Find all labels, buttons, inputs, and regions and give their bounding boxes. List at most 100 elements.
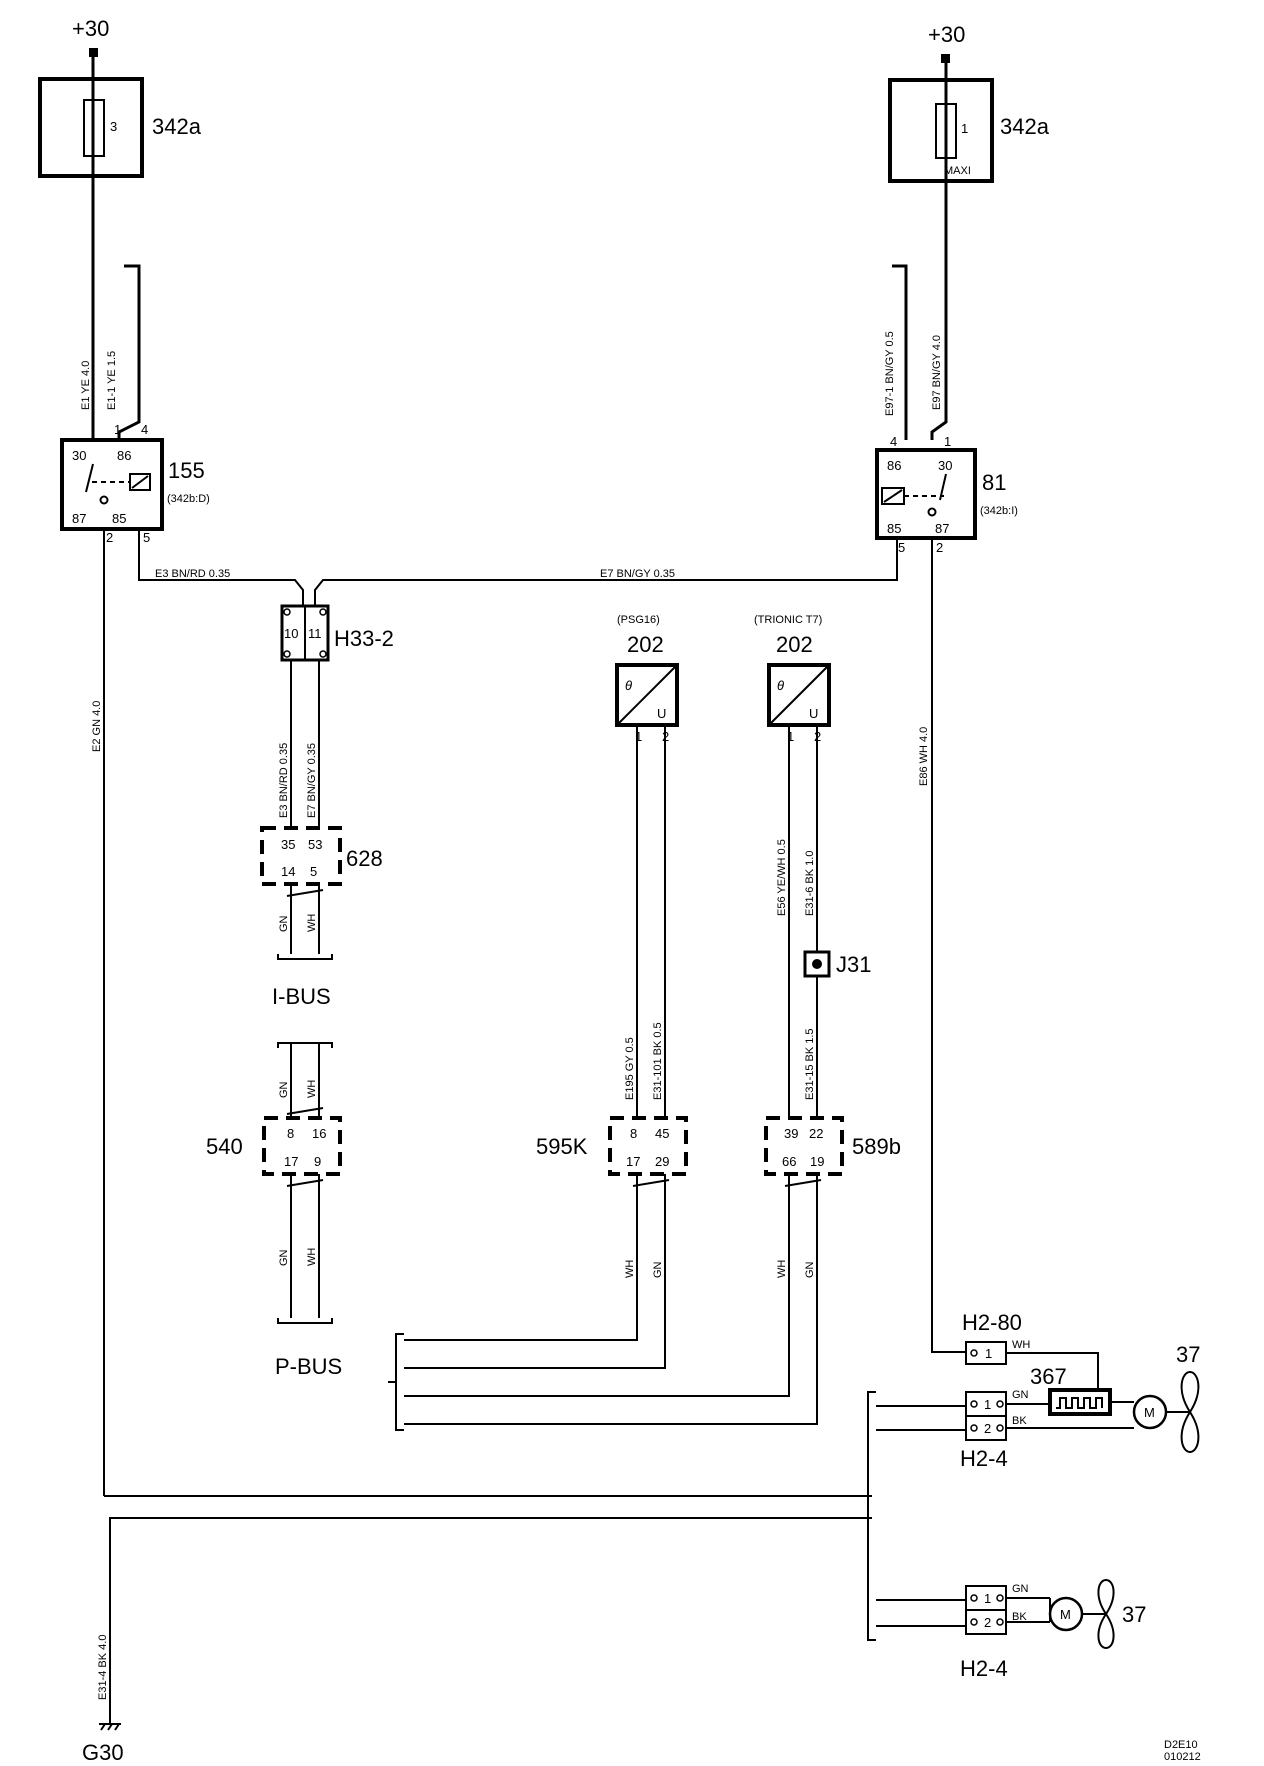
- relay-155-location: (342b:D): [167, 493, 210, 505]
- p-bus-label: P-BUS: [275, 1354, 342, 1379]
- diagram-reference: D2E10 010212: [1164, 1739, 1201, 1763]
- relay-155-pin-85: 85: [112, 511, 126, 526]
- c628-pin-35: 35: [281, 837, 295, 852]
- wire-e31-4: E31-4 BK 4.0: [97, 1635, 109, 1700]
- fan-37-top: 37 M: [1132, 1342, 1200, 1454]
- e86-wire: E86 WH 4.0: [918, 538, 966, 1353]
- c595k-pin-8: 8: [630, 1126, 637, 1141]
- wire-h33-e3: E3 BN/RD 0.35: [278, 743, 290, 818]
- psg16-u: U: [657, 706, 666, 721]
- relay-81-pin-87: 87: [935, 521, 949, 536]
- relay-81-terminal-5: 5: [898, 540, 905, 555]
- h2-4-top-label: H2-4: [960, 1446, 1008, 1471]
- relay-81-pin-86: 86: [887, 458, 901, 473]
- left-fuse-box-342a: 3 342a: [38, 77, 202, 178]
- wire-e86: E86 WH 4.0: [918, 727, 930, 786]
- signal-bundle-bracket: [388, 1333, 404, 1431]
- connector-h2-80: H2-80 1 WH: [962, 1310, 1099, 1402]
- right-supply-label: +30: [928, 22, 965, 47]
- relay-81-label: 81: [982, 470, 1006, 495]
- c540-label: 540: [206, 1134, 243, 1159]
- wire-c589-gn: GN: [804, 1261, 816, 1278]
- trionic-pin-1: 1: [787, 729, 794, 744]
- relay-81-pin-30: 30: [938, 458, 952, 473]
- h33-2-label: H33-2: [334, 626, 394, 651]
- resistor-367-label: 367: [1030, 1364, 1067, 1389]
- wire-ibus-wh: WH: [306, 1080, 318, 1098]
- h2-4-top-wire-gn: GN: [1012, 1389, 1029, 1401]
- c540-pin-17: 17: [284, 1154, 298, 1169]
- psg16-label: (PSG16): [617, 614, 660, 626]
- relay-155-terminal-1: 1: [114, 422, 121, 437]
- ground-wire: E31-4 BK 4.0 G30: [82, 1517, 868, 1765]
- fan-bottom-motor: M: [1060, 1607, 1071, 1622]
- h2-4-bottom-wire-gn: GN: [1012, 1583, 1029, 1595]
- i-bus: I-BUS GN WH: [272, 984, 333, 1118]
- c595k-pin-29: 29: [655, 1154, 669, 1169]
- h2-4-bottom-wire-bk: BK: [1012, 1611, 1027, 1623]
- wire-e1: E1 YE 4.0: [80, 361, 92, 410]
- relay-81-location: (342b:I): [980, 505, 1018, 517]
- c589b-pin-66: 66: [782, 1154, 796, 1169]
- c540-pin-9: 9: [314, 1154, 321, 1169]
- relay-155-terminal-4: 4: [141, 422, 148, 437]
- i-bus-label: I-BUS: [272, 984, 331, 1009]
- relay-155-pin-30: 30: [72, 448, 86, 463]
- c595k-label: 595K: [536, 1134, 588, 1159]
- relay-81-feed-wires: E97-1 BN/GY 0.5 E97 BN/GY 4.0 4 1: [884, 182, 951, 449]
- connector-h33-2: 10 11 H33-2 E3 BN/RD 0.35 E7 BN/GY 0.35: [278, 604, 394, 828]
- h2-80-wire: WH: [1012, 1339, 1030, 1351]
- wire-e56: E56 YE/WH 0.5: [776, 839, 788, 916]
- relay-155: 30 86 87 85 155 (342b:D) 2 5: [60, 438, 210, 545]
- wire-pbus-wh: WH: [306, 1248, 318, 1266]
- resistor-367: 367: [1030, 1364, 1112, 1416]
- c628-pin-53: 53: [308, 837, 322, 852]
- sensor-202-psg16: (PSG16) 202 θ U 1 2 E195 GY 0.5 E31-101 …: [615, 614, 679, 1118]
- left-supply-label: +30: [72, 16, 109, 41]
- e3-e7-wires: E3 BN/RD 0.35 E7 BN/GY 0.35: [138, 529, 898, 606]
- fan-top-motor: M: [1144, 1405, 1155, 1420]
- connector-589b: 39 22 66 19 589b WH GN: [404, 1116, 901, 1425]
- h2-4-top-pin-1: 1: [984, 1397, 991, 1412]
- psg16-theta: θ: [625, 678, 632, 693]
- psg16-id: 202: [627, 632, 664, 657]
- wire-c589-wh: WH: [776, 1260, 788, 1278]
- c628-pin-5: 5: [310, 864, 317, 879]
- j31-label: J31: [836, 952, 871, 977]
- fan-supply-bracket: [867, 1391, 876, 1641]
- connector-628: 35 53 14 5 628 GN WH: [260, 826, 383, 960]
- wire-c595-wh: WH: [624, 1260, 636, 1278]
- relay-155-label: 155: [168, 458, 205, 483]
- right-fuse-type: MAXI: [944, 165, 971, 177]
- fan-37-bottom-label: 37: [1122, 1602, 1146, 1627]
- trionic-id: 202: [776, 632, 813, 657]
- c540-pin-8: 8: [287, 1126, 294, 1141]
- h2-4-bottom-label: H2-4: [960, 1656, 1008, 1681]
- h2-4-bottom-pin-2: 2: [984, 1615, 991, 1630]
- right-fuse-number: 1: [961, 121, 968, 136]
- left-fuse-number: 3: [110, 119, 117, 134]
- h2-4-top-wire-bk: BK: [1012, 1415, 1027, 1427]
- diagram-date: 010212: [1164, 1751, 1201, 1763]
- connector-h2-4-top: 1 2 GN BK H2-4: [876, 1389, 1134, 1471]
- c628-pin-14: 14: [281, 864, 295, 879]
- h2-80-pin-1: 1: [985, 1346, 992, 1361]
- ground-g30-label: G30: [82, 1740, 124, 1765]
- connector-595k: 8 45 17 29 595K WH GN: [404, 1116, 688, 1369]
- connector-540: 8 16 17 9 540 GN WH: [206, 1116, 342, 1324]
- p-bus: P-BUS: [275, 1354, 342, 1379]
- relay-155-terminal-2: 2: [106, 530, 113, 545]
- wire-e7: E7 BN/GY 0.35: [600, 568, 675, 580]
- c589b-pin-19: 19: [810, 1154, 824, 1169]
- wire-pbus-gn: GN: [278, 1249, 290, 1266]
- left-supply: +30: [72, 16, 109, 78]
- psg16-pin-1: 1: [635, 729, 642, 744]
- wire-e2: E2 GN 4.0: [91, 701, 103, 752]
- c628-label: 628: [346, 846, 383, 871]
- c589b-label: 589b: [852, 1134, 901, 1159]
- relay-81-terminal-4: 4: [890, 434, 897, 449]
- relay-81-terminal-1: 1: [944, 434, 951, 449]
- h33-2-pin-11: 11: [308, 626, 322, 641]
- fan-37-bottom: M 37: [1048, 1578, 1146, 1650]
- relay-81-pin-85: 85: [887, 521, 901, 536]
